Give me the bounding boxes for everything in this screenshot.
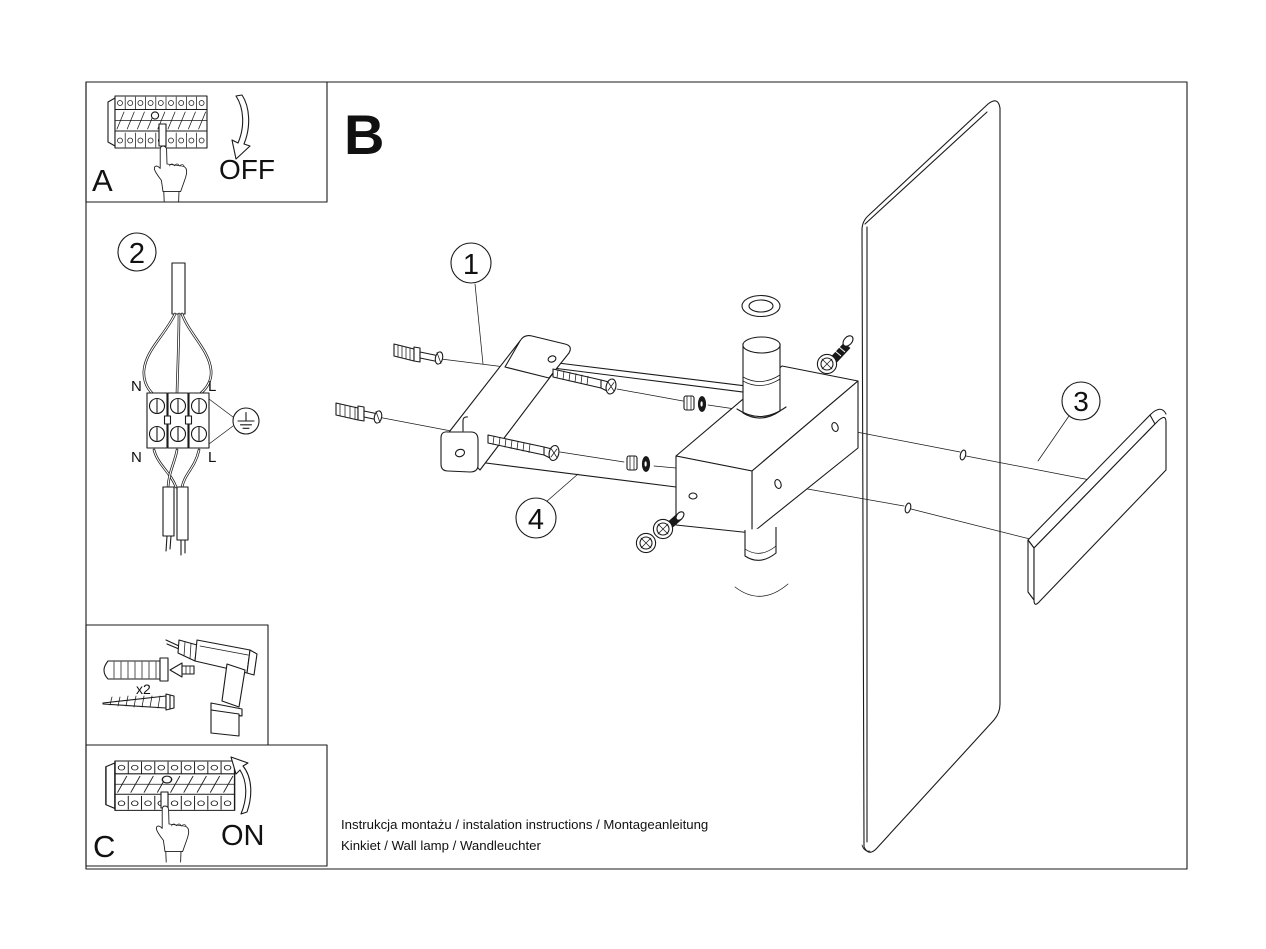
glass-tube-top [736, 294, 787, 419]
callout-2-number: 2 [129, 238, 145, 270]
drill-icon [165, 639, 258, 737]
cover-screw [816, 335, 854, 375]
screw-icon [102, 693, 175, 711]
glass-tube-bottom [734, 527, 789, 597]
mounting-screw [487, 434, 560, 462]
housing-hole [831, 421, 839, 433]
wall-plug-icon [103, 657, 195, 682]
housing-hole [774, 478, 782, 490]
callout-3: 3 [1037, 381, 1101, 462]
panel-a: OFF A [92, 94, 275, 203]
housing-hole [688, 492, 698, 500]
nut-washer-pair [683, 395, 707, 412]
panel-a-border [85, 81, 328, 203]
callout-1: 1 [450, 242, 492, 365]
footer-line-1: Instrukcja montażu / instalation instruc… [341, 817, 708, 832]
terminal-block [146, 392, 210, 449]
callout-2-circle [117, 232, 157, 272]
panel-c-label: C [93, 829, 115, 864]
cable-sheath-top [171, 262, 186, 315]
callout-1-number: 1 [463, 249, 479, 281]
on-label: ON [221, 820, 265, 852]
hand-icon [155, 805, 190, 863]
panel-c-border [85, 744, 328, 867]
lamp-housing [675, 365, 859, 534]
mounting-screw [552, 368, 617, 395]
wires-top [142, 312, 213, 395]
mounting-bracket [440, 335, 571, 473]
curved-arrow-down-icon [231, 94, 251, 160]
quantity-label: x2 [136, 681, 151, 697]
terminal-screws [148, 397, 208, 443]
wires-bottom [152, 448, 201, 489]
wall-plug [335, 402, 383, 424]
callout-4: 4 [515, 473, 579, 539]
wall-plug [393, 343, 444, 365]
cover-screw [652, 511, 685, 540]
ground-symbol-icon [232, 407, 260, 435]
off-label: OFF [219, 154, 275, 185]
cable-sheath-bottom-right [176, 486, 189, 541]
footer: Instrukcja montażu / instalation instruc… [341, 817, 708, 853]
tools-panel: x2 [102, 639, 258, 737]
callout-3-number: 3 [1073, 386, 1089, 417]
terminal-label-n-bottom: N [131, 449, 142, 466]
wiring-detail: 2 N L N L [117, 232, 260, 556]
nut-washer-pair [626, 455, 651, 472]
breaker-switch-lever [158, 123, 167, 147]
exploded-view: 1 4 3 [335, 100, 1167, 853]
wall-hole [904, 502, 912, 514]
terminal-label-n-top: N [131, 378, 142, 395]
panel-a-label: A [92, 163, 113, 198]
cable-sheath-bottom-left [162, 486, 175, 537]
glass-cover [1027, 408, 1167, 605]
curved-arrow-up-icon [230, 756, 252, 815]
wall-hole [959, 449, 967, 461]
cover-screw [635, 532, 657, 554]
callout-4-number: 4 [528, 504, 544, 536]
terminal-label-l-bottom: L [208, 449, 216, 466]
panel-b-label: B [344, 103, 384, 166]
panel-c: ON C [93, 756, 265, 864]
hand-icon [153, 145, 188, 203]
footer-line-2: Kinkiet / Wall lamp / Wandleuchter [341, 838, 541, 853]
sheet-frame [85, 81, 1188, 870]
terminal-label-l-top: L [208, 378, 216, 395]
wall-panel [861, 100, 1001, 853]
breaker-panel-icon [107, 95, 208, 149]
breaker-panel-icon [105, 760, 236, 812]
